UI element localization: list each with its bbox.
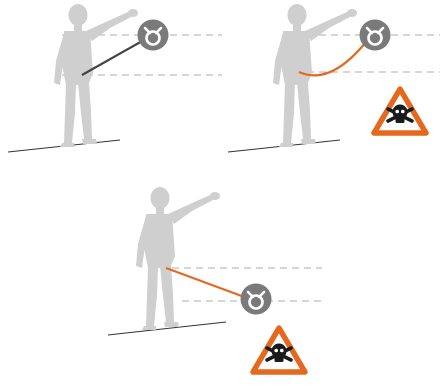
- anchor-point-icon: [241, 284, 272, 315]
- danger-skull-icon: [374, 89, 426, 133]
- panel-anchor-at-shoulder-slack: [228, 4, 440, 152]
- anchor-point-icon: [360, 20, 391, 51]
- panel-anchor-below-waist: [108, 187, 322, 372]
- lanyard: [166, 268, 247, 298]
- worker-figure: [136, 187, 220, 330]
- anchor-point-icon: [138, 20, 169, 51]
- danger-skull-icon: [253, 328, 305, 372]
- panel-anchor-above-shoulder: [8, 4, 222, 152]
